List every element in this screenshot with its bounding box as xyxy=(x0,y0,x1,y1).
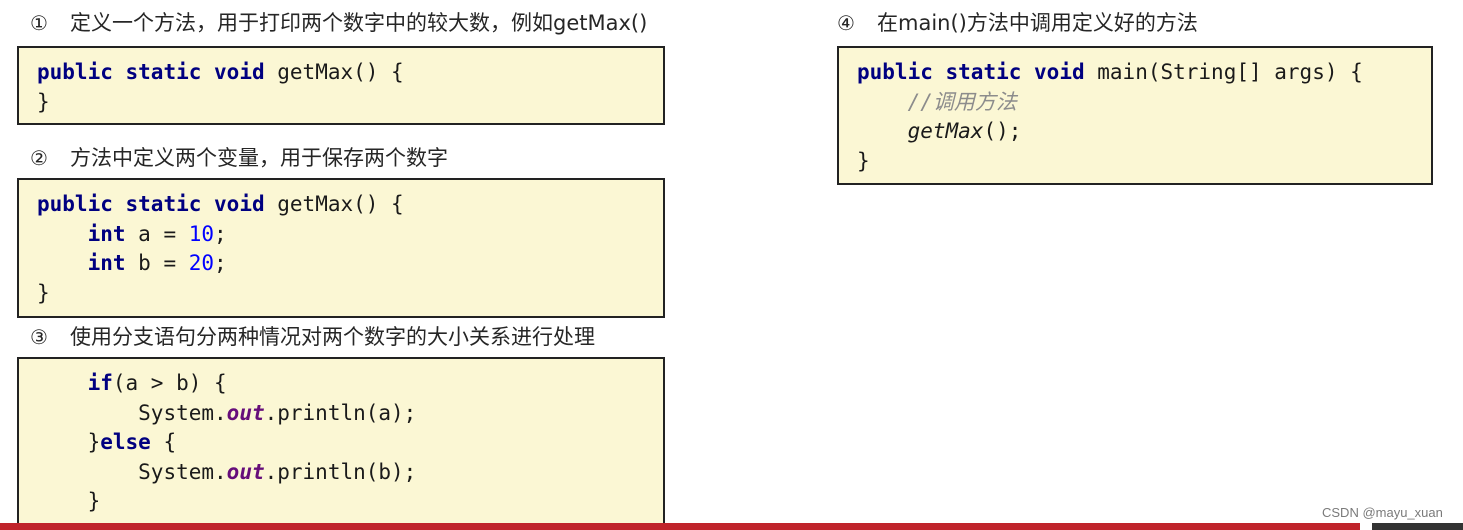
step-2-heading: ② 方法中定义两个变量，用于保存两个数字 xyxy=(30,144,448,172)
step-text: 在main()方法中调用定义好的方法 xyxy=(877,11,1198,35)
code-block-2: public static void getMax() { int a = 10… xyxy=(37,190,404,308)
code-box-4: public static void main(String[] args) {… xyxy=(837,46,1433,185)
keyword: static xyxy=(125,192,202,216)
keyword: int xyxy=(87,251,126,275)
keyword: if xyxy=(87,371,113,395)
code-comment: //调用方法 xyxy=(907,89,1017,114)
step-4-heading: ④ 在main()方法中调用定义好的方法 xyxy=(837,9,1198,37)
step-number: ④ xyxy=(837,11,855,35)
keyword: void xyxy=(1034,60,1085,84)
code-text: System. xyxy=(138,400,227,425)
code-text: () { xyxy=(353,60,404,84)
code-block-3: if(a > b) { System.out.println(a); }else… xyxy=(37,369,417,517)
step-1-heading: ① 定义一个方法，用于打印两个数字中的较大数，例如getMax() xyxy=(30,9,647,37)
code-text: ; xyxy=(214,251,227,275)
code-text: } xyxy=(857,148,870,173)
keyword: else xyxy=(100,430,151,454)
static-field: out xyxy=(226,400,265,425)
keyword: int xyxy=(87,221,126,246)
code-text: () { xyxy=(353,192,404,216)
code-text: { xyxy=(150,430,177,454)
step-number: ① xyxy=(30,11,48,35)
code-text: .println(a); xyxy=(264,400,417,425)
method-name: getMax xyxy=(277,60,354,84)
code-text: } xyxy=(37,280,50,305)
code-text: b = xyxy=(138,251,189,275)
code-box-1: public static void getMax() { } xyxy=(17,46,665,125)
keyword: public xyxy=(857,60,933,84)
footer-dark-bar xyxy=(1372,523,1463,530)
number-literal: 10 xyxy=(188,221,215,246)
code-text: (); xyxy=(983,119,1022,143)
keyword: void xyxy=(214,192,265,216)
number-literal: 20 xyxy=(188,251,215,275)
method-call: getMax xyxy=(907,119,984,143)
keyword: static xyxy=(125,60,202,84)
watermark: CSDN @mayu_xuan xyxy=(1322,505,1443,520)
code-text: (a > b) { xyxy=(112,371,227,395)
code-text: (String[] args) { xyxy=(1147,60,1363,84)
step-text: 方法中定义两个变量，用于保存两个数字 xyxy=(70,146,448,170)
code-text: a = xyxy=(138,221,189,246)
keyword: public xyxy=(37,60,113,84)
code-block-1: public static void getMax() { } xyxy=(37,58,404,117)
method-name: main xyxy=(1097,60,1148,84)
keyword: static xyxy=(945,60,1022,84)
code-text: ; xyxy=(214,221,227,246)
step-number: ② xyxy=(30,146,48,170)
code-text: } xyxy=(87,489,101,513)
keyword: void xyxy=(214,60,265,84)
code-block-4: public static void main(String[] args) {… xyxy=(857,58,1363,176)
code-box-2: public static void getMax() { int a = 10… xyxy=(17,178,665,318)
method-name: getMax xyxy=(277,192,354,216)
step-text: 定义一个方法，用于打印两个数字中的较大数，例如getMax() xyxy=(70,11,648,35)
code-text: .println(b); xyxy=(264,459,417,484)
step-3-heading: ③ 使用分支语句分两种情况对两个数字的大小关系进行处理 xyxy=(30,323,595,351)
step-number: ③ xyxy=(30,325,48,349)
code-text: } xyxy=(87,430,101,454)
code-box-3: if(a > b) { System.out.println(a); }else… xyxy=(17,357,665,525)
keyword: public xyxy=(37,192,113,216)
footer-red-bar xyxy=(0,523,1360,530)
code-text: } xyxy=(37,89,50,114)
code-text: System. xyxy=(138,459,227,484)
step-text: 使用分支语句分两种情况对两个数字的大小关系进行处理 xyxy=(70,325,595,349)
static-field: out xyxy=(226,459,265,484)
